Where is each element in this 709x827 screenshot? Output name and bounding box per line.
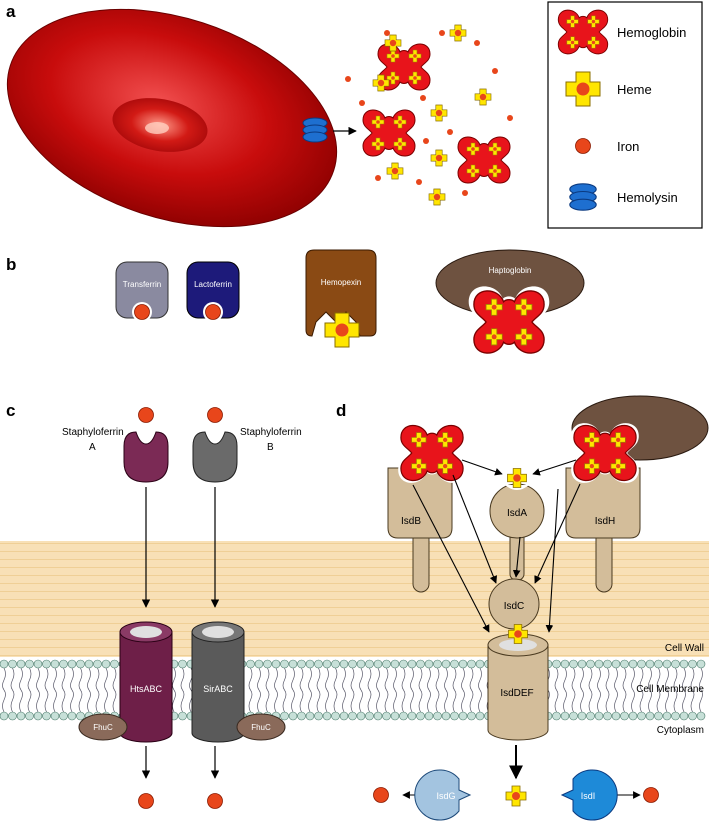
red-blood-cell: [6, 8, 338, 228]
htsabc-transporter: HtsABC: [119, 621, 173, 743]
cell-wall-label: Cell Wall: [665, 643, 704, 654]
isdi-label: IsdI: [581, 791, 596, 801]
fhuc-right-label: FhuC: [251, 723, 271, 732]
cytoplasm-label: Cytoplasm: [657, 725, 704, 736]
isdh-label: IsdH: [595, 516, 616, 527]
fhuc-left: FhuC: [78, 713, 128, 741]
cell-membrane: [0, 658, 709, 722]
heme-transfer-arrows: [402, 459, 641, 799]
iron-from-isdg: [373, 787, 389, 803]
legend-iron-label: Iron: [617, 139, 639, 154]
hemoglobin-on-isdh: [571, 423, 639, 483]
hemopexin: Hemopexin: [305, 249, 377, 348]
staphyloferrin-b-label1: Staphyloferrin: [240, 427, 302, 438]
isda: IsdA: [489, 483, 545, 581]
isddef-label: IsdDEF: [500, 688, 533, 699]
iron-from-isdi: [643, 787, 659, 803]
htsabc-label: HtsABC: [130, 684, 163, 694]
haptoglobin: Haptoglobin: [435, 249, 585, 358]
legend-heme-label: Heme: [617, 82, 652, 97]
legend-hemolysin-icon: [569, 183, 597, 211]
hemolysin-pore: [302, 117, 328, 143]
staphyloferrin-b: Staphyloferrin B: [192, 407, 302, 483]
iron-cytoplasm-2: [207, 793, 223, 809]
lactoferrin: Lactoferrin: [186, 261, 240, 322]
panel-d-letter: d: [336, 401, 346, 420]
legend-iron-icon: [575, 138, 591, 154]
staphyloferrin-a-label1: Staphyloferrin: [62, 427, 124, 438]
isdc: IsdC: [488, 578, 540, 630]
transferrin-label: Transferrin: [123, 280, 161, 289]
panel-b-letter: b: [6, 255, 16, 274]
cell-wall: [0, 541, 709, 657]
isdb-label: IsdB: [401, 516, 421, 527]
fhuc-right: FhuC: [236, 713, 286, 741]
lactoferrin-label: Lactoferrin: [194, 280, 232, 289]
legend: Hemoglobin Heme Iron Hemolysin: [547, 1, 703, 229]
panel-c-letter: c: [6, 401, 15, 420]
panel-a-letter: a: [6, 2, 16, 21]
hemoglobin-on-isdb: [398, 423, 466, 483]
iron-cytoplasm-1: [138, 793, 154, 809]
staphyloferrin-a-label2: A: [89, 442, 96, 453]
isdg-label: IsdG: [436, 791, 455, 801]
isdb: IsdB: [387, 467, 453, 593]
transferrin: Transferrin: [115, 261, 169, 322]
isddef-transporter: IsdDEF: [487, 633, 549, 741]
haptoglobin-label: Haptoglobin: [489, 266, 532, 275]
isdh: IsdH: [565, 467, 641, 593]
isdc-label: IsdC: [504, 601, 525, 612]
fhuc-left-label: FhuC: [93, 723, 113, 732]
isdg: IsdG: [414, 769, 472, 821]
sirabc-transporter: SirABC: [191, 621, 245, 743]
heme-cytoplasm: [505, 785, 527, 807]
staphyloferrin-b-label2: B: [267, 442, 274, 453]
legend-hemoglobin-label: Hemoglobin: [617, 25, 686, 40]
isdi: IsdI: [560, 769, 618, 821]
staphyloferrin-a: Staphyloferrin A: [62, 407, 169, 483]
legend-hemolysin-label: Hemolysin: [617, 190, 678, 205]
hemopexin-label: Hemopexin: [321, 278, 361, 287]
isda-label: IsdA: [507, 508, 527, 519]
sirabc-label: SirABC: [203, 684, 233, 694]
cell-membrane-label: Cell Membrane: [636, 684, 704, 695]
